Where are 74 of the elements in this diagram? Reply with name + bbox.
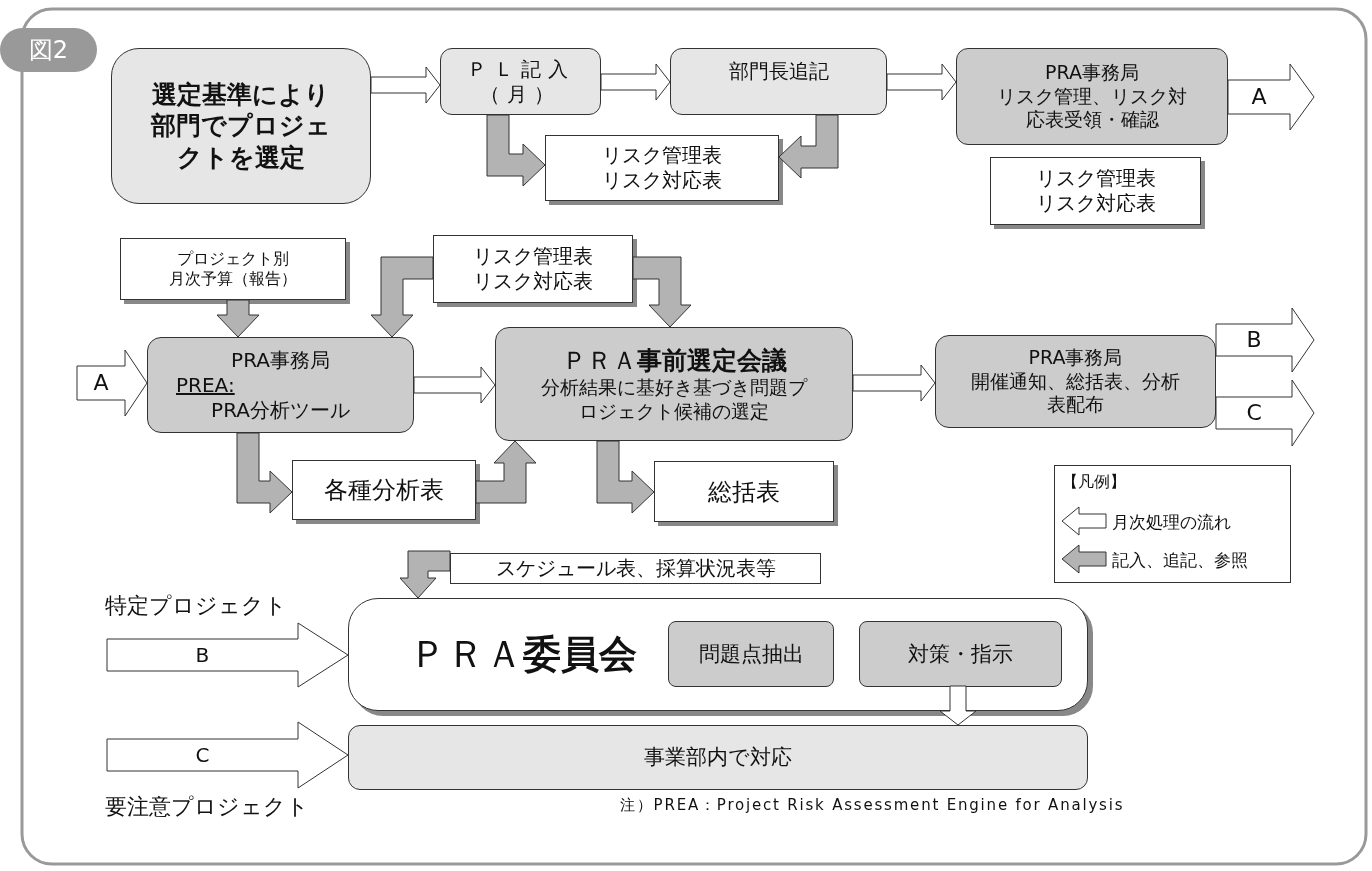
node-text: PRA事務局 bbox=[1028, 345, 1123, 370]
node-text: スケジュール表、採算状況表等 bbox=[495, 556, 776, 581]
category-label: 要注意プロジェクト bbox=[105, 793, 309, 821]
node-text: 選定基準により部門でプロジェクトを選定 bbox=[151, 79, 331, 173]
edge-label: B bbox=[195, 645, 210, 665]
node-text: 分析結果に基好き基づき問題プロジェクト候補の選定 bbox=[540, 375, 809, 424]
edge-label: C bbox=[195, 745, 210, 765]
edge-label: A bbox=[93, 372, 109, 394]
process-box bbox=[670, 48, 887, 115]
block-arrow bbox=[1215, 379, 1315, 447]
node-text: ＰＬ記入 bbox=[466, 56, 575, 82]
node-text: リスク対応表 bbox=[473, 269, 593, 294]
legend-title: 【凡例】 bbox=[1062, 472, 1126, 493]
process-box bbox=[859, 621, 1062, 687]
node-text: 対策・指示 bbox=[908, 640, 1013, 668]
process-box bbox=[956, 48, 1228, 145]
node-text: ＰＲＡ委員会 bbox=[409, 630, 637, 678]
node-text: 部門長追記 bbox=[728, 59, 829, 84]
block-arrow bbox=[939, 685, 977, 726]
block-arrow bbox=[852, 364, 936, 402]
process-box bbox=[111, 48, 371, 204]
node-text: 事業部内で対応 bbox=[644, 744, 792, 771]
block-arrow bbox=[413, 366, 496, 404]
block-arrow bbox=[475, 440, 537, 504]
block-arrow bbox=[106, 721, 349, 789]
legend-text: 月次処理の流れ bbox=[1112, 511, 1231, 534]
meeting-box bbox=[495, 327, 853, 441]
node-text: PRA事務局 bbox=[1045, 60, 1139, 85]
node-text: 各種分析表 bbox=[324, 475, 444, 505]
figure-badge bbox=[0, 28, 97, 72]
legend-text: 記入、追記、参照 bbox=[1112, 549, 1248, 572]
block-arrow bbox=[886, 63, 957, 101]
block-arrow bbox=[486, 114, 546, 187]
process-box bbox=[147, 337, 414, 433]
block-arrow bbox=[778, 114, 839, 179]
category-label: 特定プロジェクト bbox=[105, 592, 287, 620]
block-arrow bbox=[216, 299, 260, 338]
node-text: PRA分析ツール bbox=[211, 397, 350, 423]
node-text: （月） bbox=[480, 81, 561, 107]
node-text: 開催通知、総括表、分析表配布 bbox=[970, 369, 1181, 418]
block-arrow bbox=[76, 349, 148, 417]
node-text: プロジェクト別 bbox=[177, 249, 289, 269]
block-arrow bbox=[106, 622, 349, 688]
node-text: PRA事務局 bbox=[231, 347, 330, 373]
block-arrow bbox=[596, 440, 655, 514]
node-text: リスク対応表 bbox=[602, 168, 722, 193]
node-text: リスク管理、リスク対応表受領・確認 bbox=[996, 84, 1188, 133]
block-arrow bbox=[1215, 307, 1315, 373]
node-text: リスク管理表 bbox=[602, 143, 722, 168]
node-text: 図2 bbox=[28, 35, 69, 65]
block-arrow bbox=[236, 432, 293, 514]
node-text: 問題点抽出 bbox=[698, 640, 804, 668]
node-text: PREA: bbox=[176, 372, 235, 398]
node-text: リスク管理表 bbox=[473, 244, 593, 269]
edge-label: A bbox=[1251, 86, 1267, 108]
block-arrow bbox=[1227, 63, 1315, 131]
document-box bbox=[450, 553, 821, 584]
process-box bbox=[668, 621, 834, 687]
block-arrow bbox=[600, 63, 671, 101]
node-text: 月次予算（報告） bbox=[169, 269, 297, 289]
edge-label: B bbox=[1246, 329, 1262, 351]
node-text: リスク対応表 bbox=[1035, 191, 1156, 216]
block-arrow bbox=[632, 256, 692, 328]
edge-label: C bbox=[1246, 402, 1262, 424]
process-box bbox=[440, 48, 601, 115]
block-arrow bbox=[370, 66, 441, 104]
block-arrow bbox=[399, 550, 451, 599]
process-box bbox=[348, 725, 1088, 790]
block-arrow bbox=[370, 256, 434, 338]
process-box bbox=[935, 335, 1216, 428]
footnote: 注）PREA：Project Risk Assessment Engine for Analysis bbox=[620, 796, 1125, 815]
node-text: 総括表 bbox=[708, 476, 780, 507]
node-text: ＰＲＡ事前選定会議 bbox=[561, 344, 787, 376]
node-text: リスク管理表 bbox=[1035, 166, 1156, 191]
